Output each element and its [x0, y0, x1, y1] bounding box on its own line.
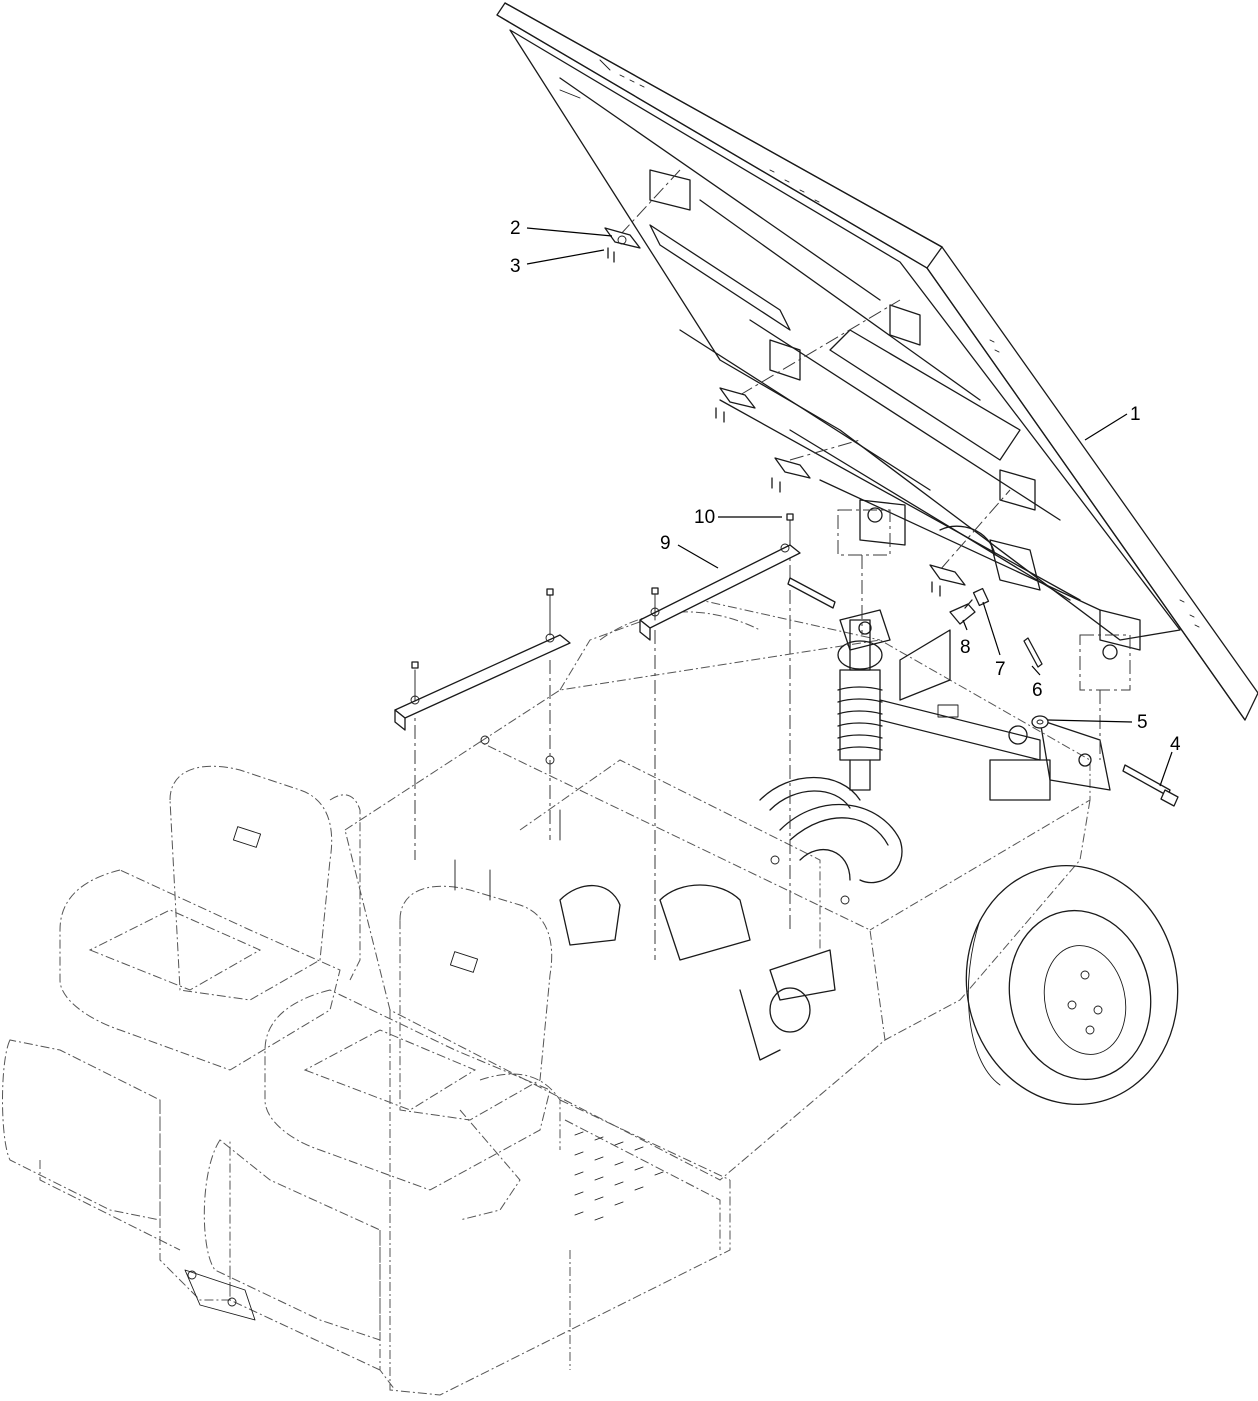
seat-latch-hardware [184, 1269, 256, 1321]
callout-8-label: 8 [960, 637, 971, 658]
callout-1-label: 1 [1130, 404, 1141, 425]
cargo-bed-frame [496, 2, 1258, 721]
callout-5-label: 5 [1137, 712, 1148, 733]
callout-10-label: 10 [694, 507, 715, 528]
callout-3-label: 3 [510, 256, 521, 277]
callout-6-leader [1031, 665, 1041, 676]
spacer-blocks [604, 227, 966, 586]
callout-3-leader [526, 249, 605, 265]
bed-support-rails [394, 513, 836, 731]
pivot-bolt-rear [1122, 764, 1179, 807]
phantom-alignment-lines [414, 169, 1131, 960]
chassis-components [454, 609, 1111, 1061]
callout-1-leader [1084, 413, 1128, 441]
hinge-pin [1023, 637, 1043, 668]
bushing [972, 587, 990, 607]
callout-9-label: 9 [660, 533, 671, 554]
lock-nut [1031, 715, 1049, 729]
callout-7-leader [982, 601, 1001, 656]
vehicle-body-phantom [344, 599, 1091, 1396]
callout-labels: 1 2 3 4 5 6 7 8 9 10 [510, 218, 1181, 787]
left-seat [2, 765, 361, 1301]
right-seat [203, 885, 561, 1391]
callout-6-label: 6 [1032, 680, 1043, 701]
callout-2-leader [526, 227, 613, 237]
callout-9-leader [677, 544, 719, 569]
callout-4-leader [1159, 751, 1173, 787]
rear-wheel [965, 864, 1179, 1106]
callout-8-leader [962, 619, 968, 631]
callout-4-label: 4 [1170, 734, 1181, 755]
callout-7-label: 7 [995, 659, 1006, 680]
callout-2-label: 2 [510, 218, 521, 239]
callout-5-leader [1047, 719, 1133, 723]
bolts [607, 247, 941, 597]
floor-plate-perforations [574, 1131, 664, 1221]
latch-knob [949, 599, 976, 625]
